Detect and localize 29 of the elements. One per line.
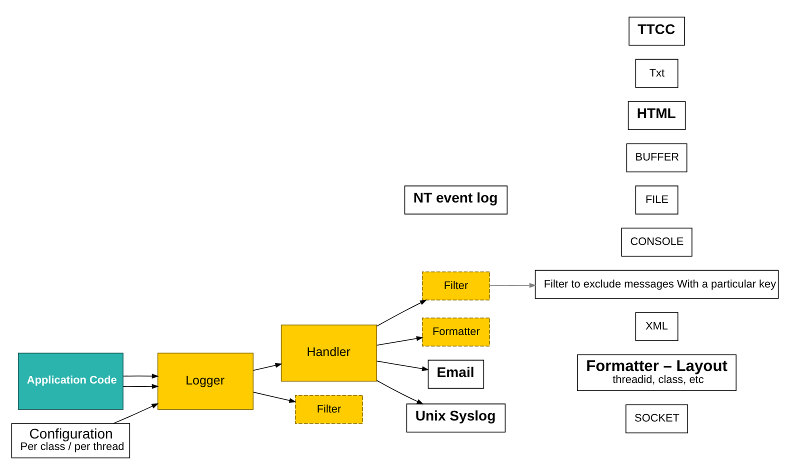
node-box: BUFFER xyxy=(626,143,688,172)
arrow xyxy=(489,282,536,288)
arrow xyxy=(122,384,159,389)
arrow xyxy=(253,392,296,403)
node-box: FILE xyxy=(635,186,678,214)
node-box: Txt xyxy=(635,58,678,88)
arrow xyxy=(253,362,282,371)
node-box: Handler xyxy=(280,324,378,382)
node-box: Configuration Per class / per thread xyxy=(11,423,130,458)
node-box: Formatter xyxy=(422,318,490,347)
arrow xyxy=(122,374,159,379)
node-box: Application Code xyxy=(18,352,124,410)
arrow xyxy=(376,336,424,346)
node-box: TTCC xyxy=(628,16,685,46)
node-box: CONSOLE xyxy=(621,228,692,257)
arrow xyxy=(376,360,430,372)
node-box: NT event log xyxy=(404,186,508,214)
arrow xyxy=(376,300,428,327)
node-box: Email xyxy=(428,360,484,389)
node-box: Filter xyxy=(422,272,490,300)
node-box: SOCKET xyxy=(626,404,688,434)
node-box: Unix Syslog xyxy=(406,404,506,432)
node-box: Filter to exclude messages With a particular key xyxy=(534,270,779,299)
node-box: XML xyxy=(635,312,678,342)
node-box: HTML xyxy=(628,101,686,130)
arrow xyxy=(376,380,424,404)
node-box: Logger xyxy=(157,352,254,410)
node-box: Formatter – Layout threadid, class, etc xyxy=(577,354,736,392)
node-box: Filter xyxy=(294,394,363,424)
